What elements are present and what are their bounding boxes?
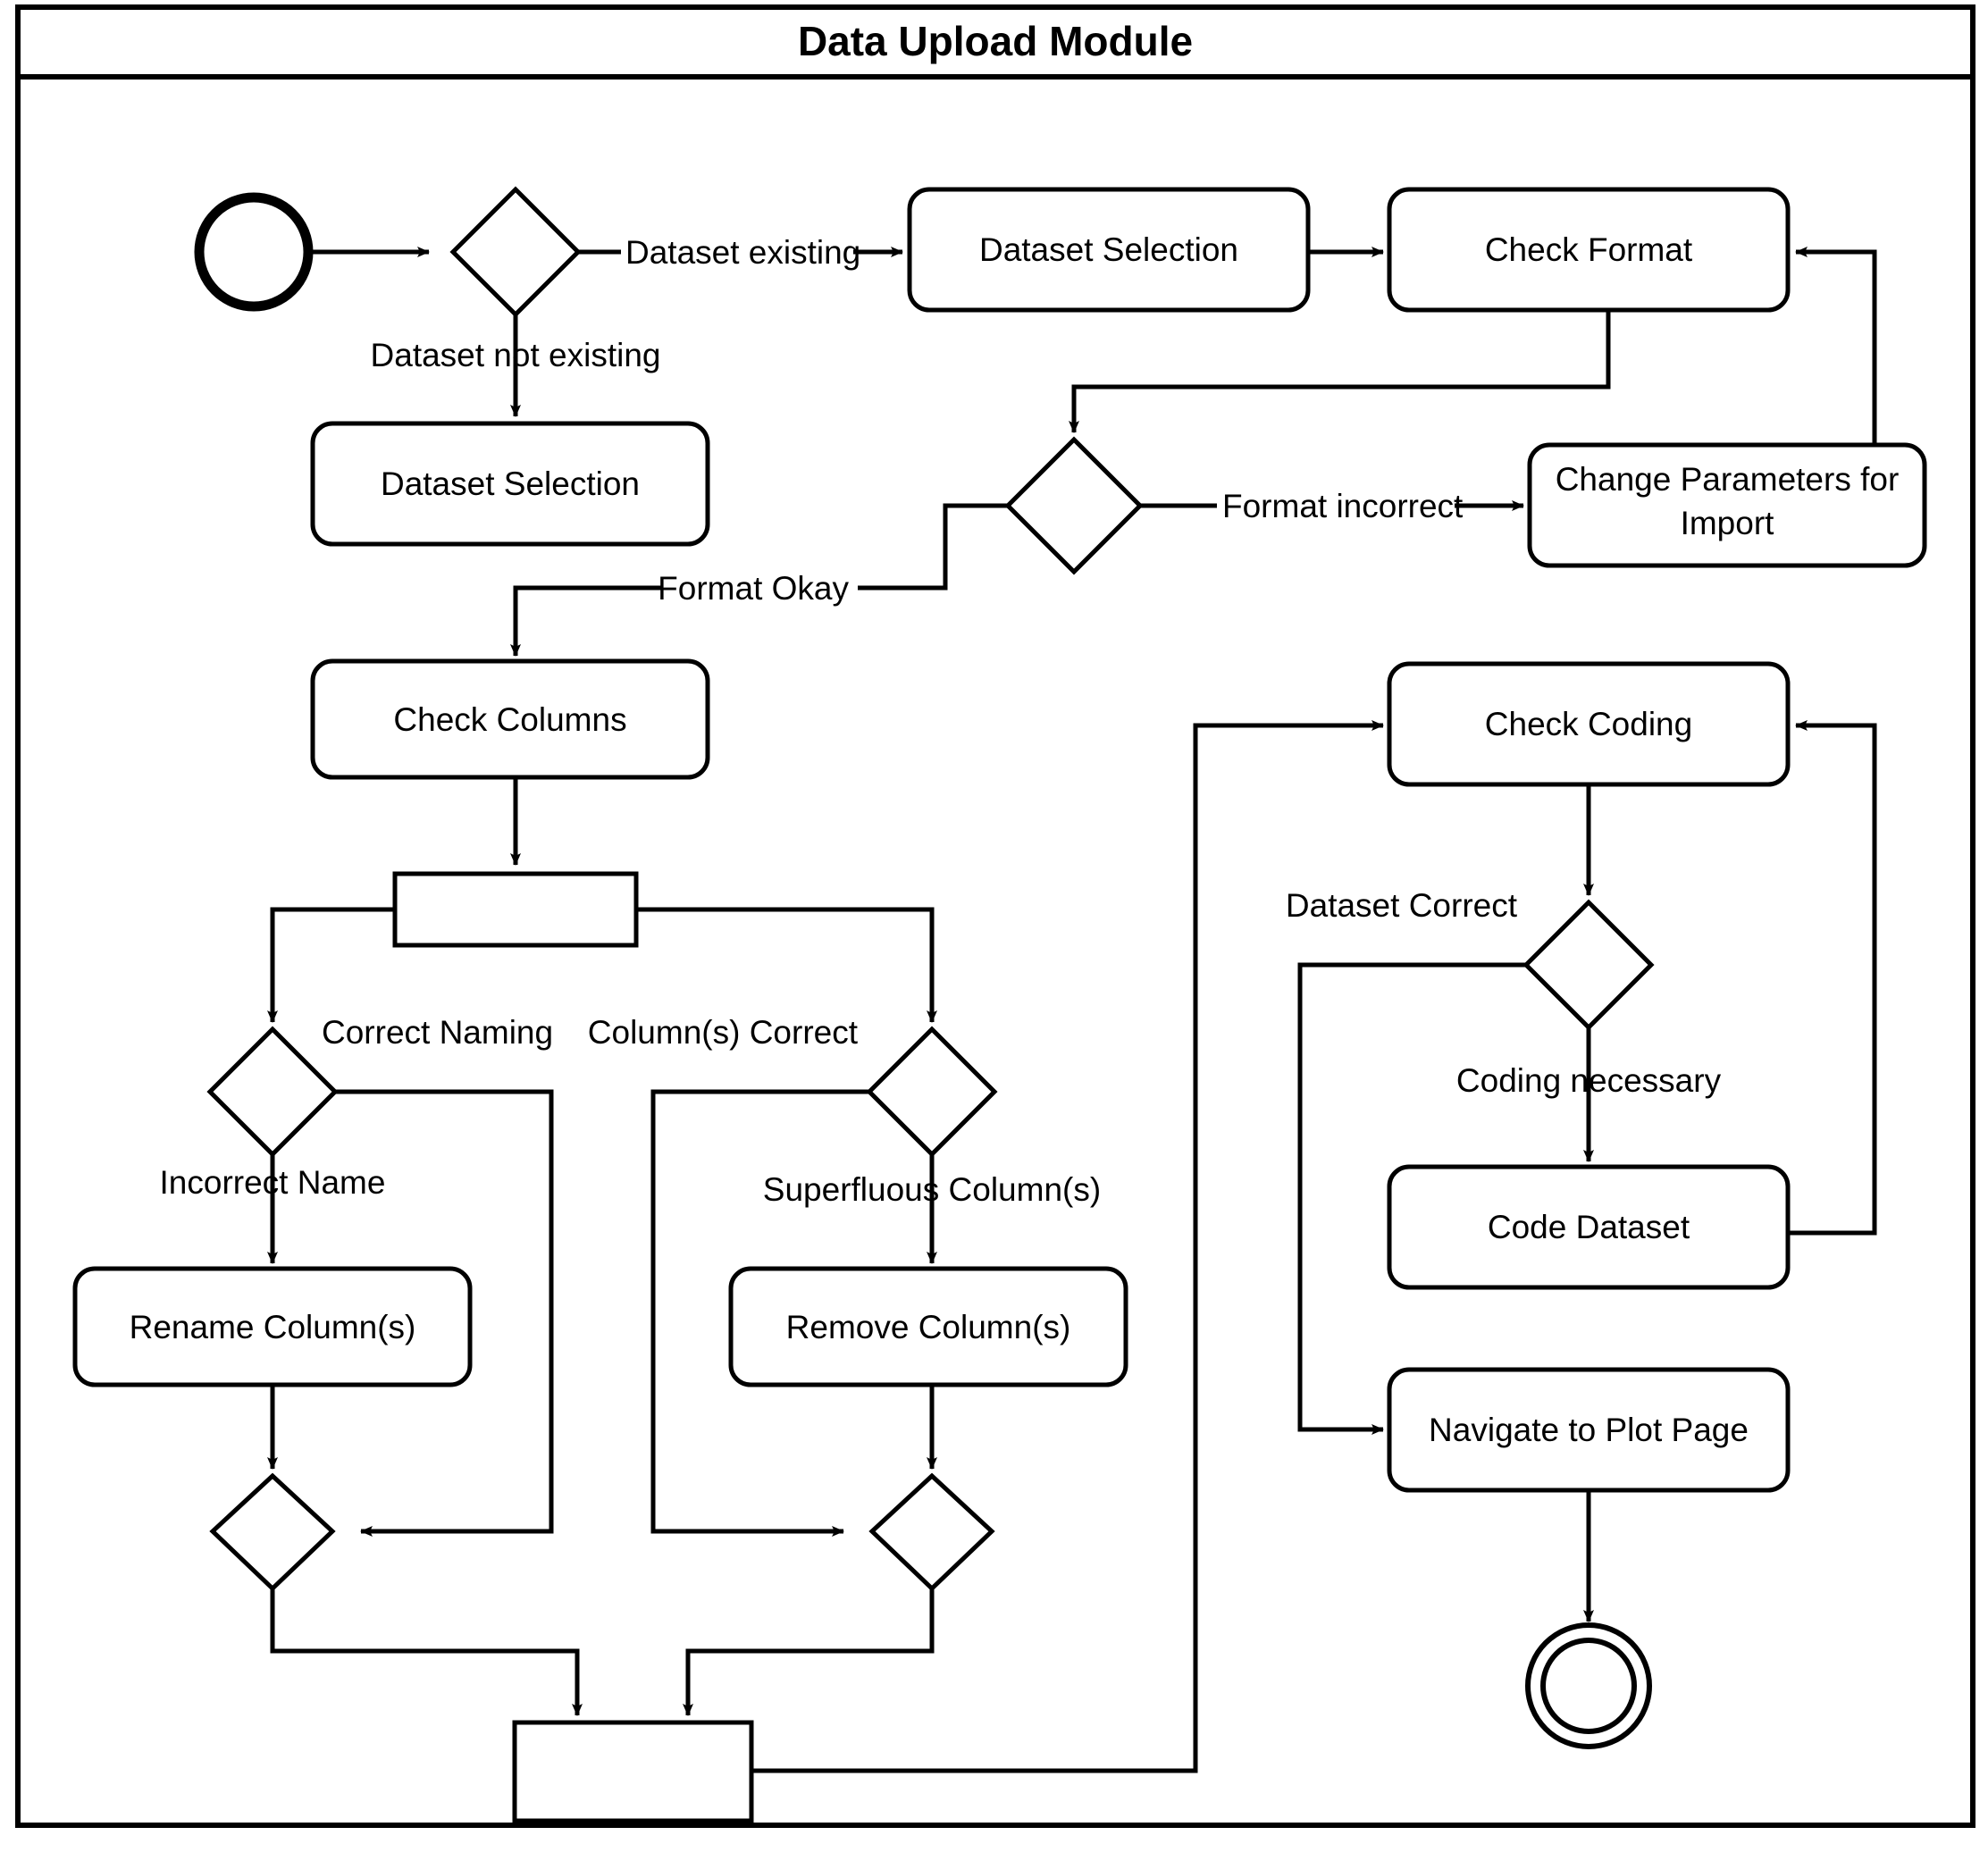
- node-label-remove-columns: Remove Column(s): [786, 1309, 1071, 1345]
- edge-dataset-correct: [1297, 962, 1526, 1435]
- fork-bar: [392, 871, 639, 948]
- edge-label-format-incorrect: Format incorrect: [1222, 488, 1464, 524]
- edge-merge-right-to-join: [683, 1588, 935, 1716]
- node-dataset-selection-left[interactable]: [310, 421, 710, 547]
- edge-format-okay: [858, 503, 1008, 591]
- decision-dataset-exists: [449, 186, 582, 318]
- edge-join-to-check-coding: [751, 720, 1384, 1773]
- node-label-dataset-selection-left: Dataset Selection: [381, 465, 640, 502]
- end-node-inner-icon: [1540, 1638, 1637, 1734]
- merge-node-left: [209, 1472, 336, 1592]
- edge-fork-left: [267, 907, 395, 1023]
- node-check-format[interactable]: [1387, 187, 1791, 313]
- edge-label-dataset-existing: Dataset existing: [625, 234, 860, 271]
- edge-label-dataset-correct: Dataset Correct: [1286, 887, 1518, 924]
- edge-columns-correct: [650, 1089, 869, 1537]
- edge-code-dataset-to-check-coding: [1788, 720, 1877, 1236]
- join-bar: [512, 1720, 754, 1823]
- start-node-icon: [194, 192, 314, 312]
- node-change-parameters[interactable]: [1527, 442, 1927, 568]
- node-label-check-coding: Check Coding: [1485, 706, 1692, 742]
- node-label-dataset-selection-top: Dataset Selection: [979, 231, 1238, 268]
- edge-label-incorrect-name: Incorrect Name: [160, 1164, 386, 1201]
- edge-change-parameters-to-check-format: [1795, 247, 1877, 445]
- decision-naming: [206, 1026, 339, 1158]
- page-title: Data Upload Module: [798, 18, 1193, 64]
- edge-fork-right: [636, 907, 937, 1023]
- node-label-change-parameters-line1: Change Parameters for: [1556, 461, 1900, 498]
- node-label-navigate-plot-page: Navigate to Plot Page: [1429, 1412, 1749, 1448]
- node-label-code-dataset: Code Dataset: [1488, 1209, 1690, 1245]
- edge-format-okay-arrow: [510, 585, 661, 657]
- node-check-columns[interactable]: [310, 658, 710, 780]
- edge-label-columns-correct: Column(s) Correct: [588, 1014, 859, 1051]
- edge-correct-naming: [335, 1089, 554, 1537]
- edge-label-superfluous-columns: Superfluous Column(s): [763, 1171, 1101, 1208]
- node-code-dataset[interactable]: [1387, 1164, 1791, 1290]
- edge-label-format-okay: Format Okay: [658, 570, 849, 607]
- edge-label-correct-naming: Correct Naming: [322, 1014, 553, 1051]
- edge-label-dataset-not-existing: Dataset not existing: [371, 337, 661, 373]
- node-label-rename-columns: Rename Column(s): [130, 1309, 416, 1345]
- decision-coding: [1522, 899, 1655, 1031]
- node-remove-columns[interactable]: [728, 1266, 1128, 1387]
- node-label-change-parameters-line2: Import: [1681, 505, 1775, 541]
- node-label-check-format: Check Format: [1485, 231, 1693, 268]
- edge-label-coding-necessary: Coding necessary: [1456, 1062, 1722, 1099]
- decision-columns: [866, 1026, 998, 1158]
- diagram-frame: [15, 4, 1975, 1828]
- merge-node-right: [868, 1472, 995, 1592]
- node-label-check-columns: Check Columns: [393, 701, 626, 738]
- edge-merge-left-to-join: [270, 1588, 583, 1716]
- decision-format-ok: [1004, 436, 1144, 575]
- edge-check-format-to-decision: [1069, 310, 1611, 433]
